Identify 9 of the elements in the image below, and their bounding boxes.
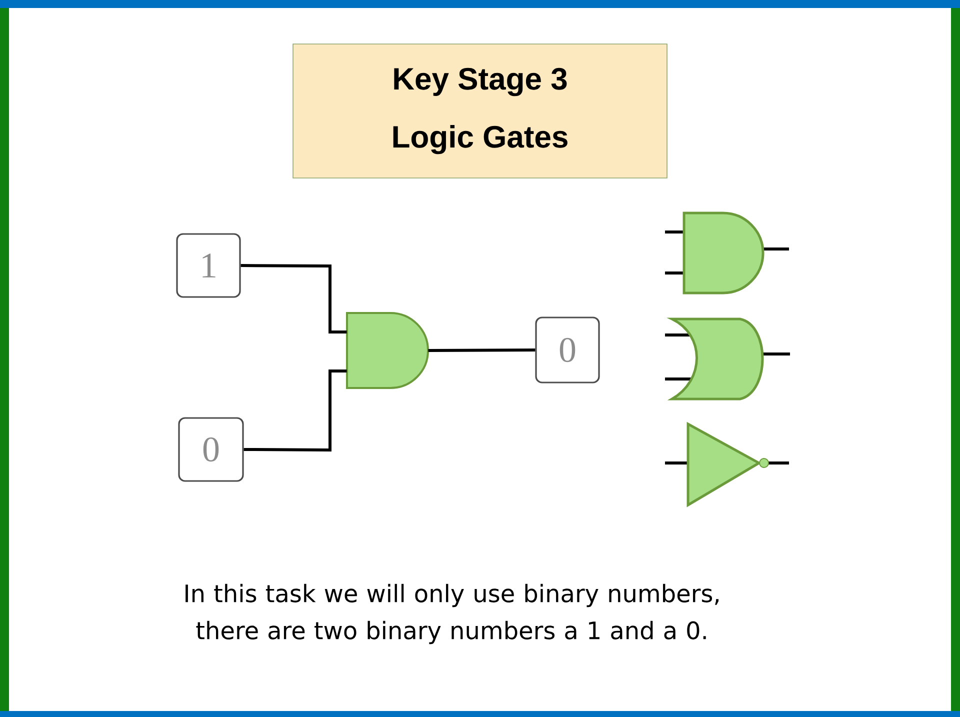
wire xyxy=(244,370,347,452)
wire xyxy=(428,348,536,352)
value-box: 1 xyxy=(176,233,241,298)
value-box: 0 xyxy=(535,316,600,384)
wire xyxy=(240,264,347,334)
and-gate xyxy=(346,312,429,389)
value-box: 0 xyxy=(178,417,244,482)
explanation-text: In this task we will only use binary numbers, there are two binary numbers a 1 and a 0. xyxy=(186,584,718,644)
title-box: Key Stage 3 Logic Gates xyxy=(292,44,668,178)
